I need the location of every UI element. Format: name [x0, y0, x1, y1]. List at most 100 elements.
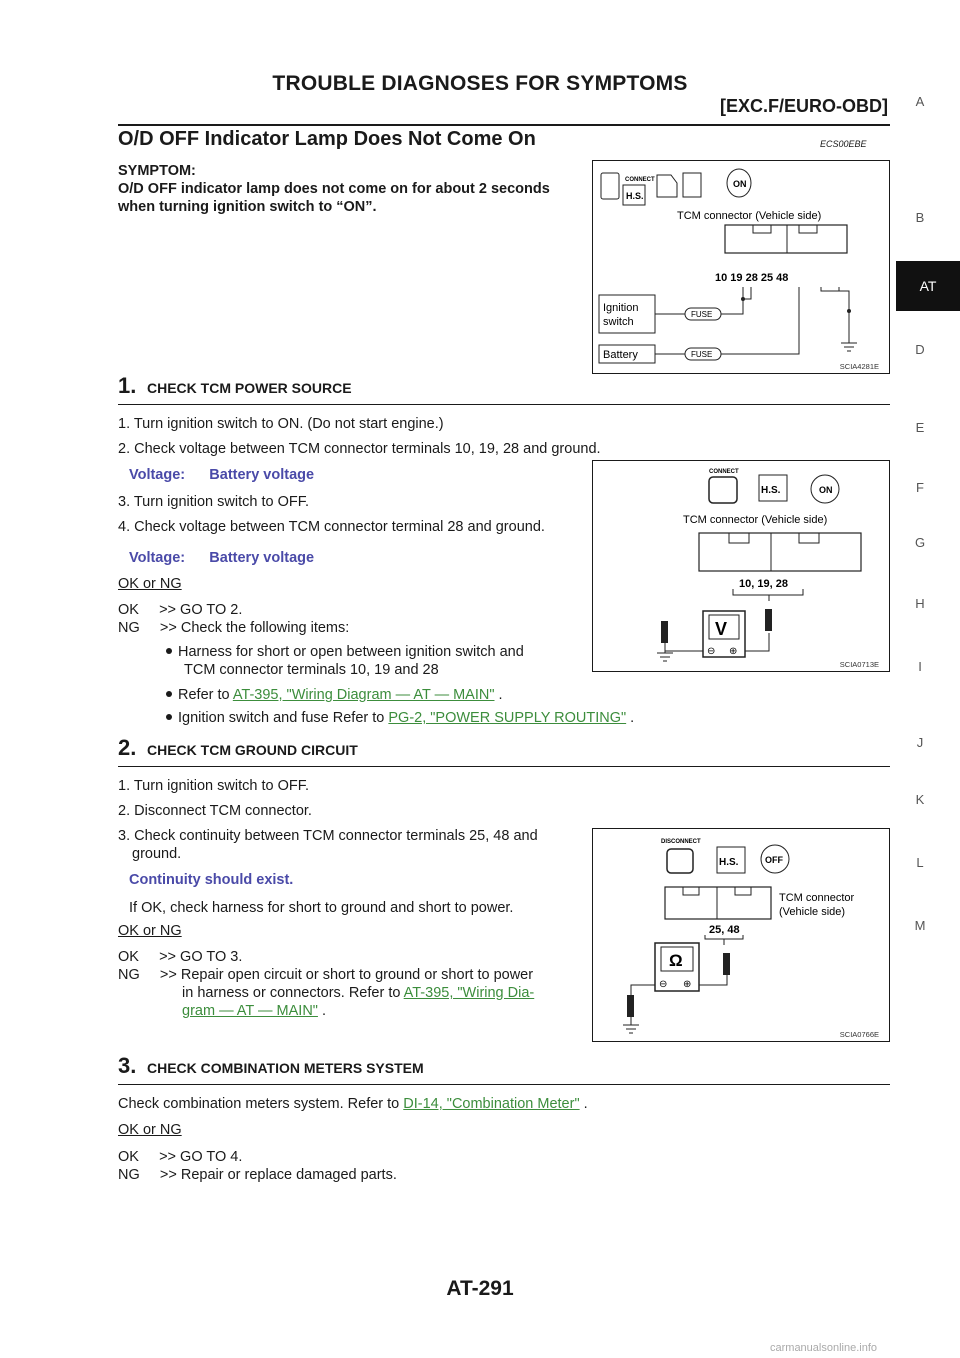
tcm-connector-shape: [698, 532, 862, 572]
step-2-item-1: 1. Turn ignition switch to OFF.: [118, 778, 309, 794]
svg-text:H.S.: H.S.: [626, 191, 644, 201]
figure-code: SCIA0766E: [839, 1030, 879, 1039]
step-2-item-3-cont: ground.: [132, 846, 182, 862]
step-1-item-3: 3. Turn ignition switch to OFF.: [118, 494, 309, 510]
link-wiring-diagram-2-cont[interactable]: gram — AT — MAIN": [182, 1003, 318, 1019]
step-1-bullet-1-cont: TCM connector terminals 10, 19 and 28: [184, 662, 439, 678]
watermark-footer: carmanualsonline.info: [770, 1342, 878, 1354]
step-1-number: 1.: [118, 373, 137, 398]
bullet-icon: [166, 714, 172, 720]
sidebar-item-i[interactable]: I: [918, 659, 922, 674]
connector-label: TCM connector (Vehicle side): [683, 514, 827, 526]
step-1-rule: [118, 404, 890, 405]
step-2-ok-ng: OK or NG: [118, 923, 182, 939]
bullet-icon: [166, 648, 172, 654]
figure-tcm-ground-check: DISCONNECT H.S. OFF TCM connector (Vehic…: [592, 828, 890, 1042]
fuse-2: FUSE: [655, 287, 800, 361]
sidebar-item-b[interactable]: B: [915, 210, 925, 225]
step-3-ok-ng: OK or NG: [118, 1122, 182, 1138]
step-1-bullet-3: Ignition switch and fuse Refer to PG-2, …: [166, 709, 634, 727]
figure-tcm-power-circuit: CONNECT H.S. ON TCM connector (Vehicle s…: [592, 160, 890, 374]
link-power-supply-routing[interactable]: PG-2, "POWER SUPPLY ROUTING": [388, 710, 627, 726]
sidebar-item-m[interactable]: M: [914, 918, 926, 933]
hs-icon: H.S.: [622, 184, 646, 206]
step-3-ok: OK >> GO TO 4.: [118, 1149, 243, 1165]
ignition-off-icon: OFF: [760, 844, 790, 874]
step-3-rule: [118, 1084, 890, 1085]
symptom-line-1: O/D OFF indicator lamp does not come on …: [118, 181, 550, 197]
sidebar-item-at[interactable]: AT: [896, 261, 960, 311]
tcm-connector-shape: [664, 886, 772, 920]
link-wiring-diagram[interactable]: AT-395, "Wiring Diagram — AT — MAIN": [232, 687, 495, 703]
step-1-title: CHECK TCM POWER SOURCE: [147, 380, 352, 396]
sidebar-item-g[interactable]: G: [914, 535, 926, 550]
sidebar-item-h[interactable]: H: [915, 596, 925, 611]
sidebar-item-e[interactable]: E: [915, 420, 925, 435]
svg-text:FUSE: FUSE: [691, 350, 712, 359]
step-1-ng: NG >> Check the following items:: [118, 620, 350, 636]
connect-icon: CONNECT: [708, 469, 739, 504]
probe-negative: [627, 995, 634, 1017]
connect-icon: CONNECT: [600, 172, 655, 200]
step-2-ok: OK >> GO TO 3.: [118, 949, 243, 965]
pin-numbers: 25, 48: [709, 924, 740, 936]
sidebar-item-d[interactable]: D: [915, 342, 925, 357]
section-code: ECS00EBE: [820, 139, 867, 149]
connector-label: TCM connector: [779, 892, 855, 904]
sidebar-item-f[interactable]: F: [916, 480, 924, 495]
svg-text:DISCONNECT: DISCONNECT: [661, 839, 701, 845]
svg-text:⊕: ⊕: [729, 646, 737, 657]
sidebar-item-l[interactable]: L: [916, 855, 924, 870]
step-2-item-2: 2. Disconnect TCM connector.: [118, 803, 312, 819]
disconnect-icon: DISCONNECT: [661, 839, 701, 874]
svg-text:ON: ON: [819, 485, 833, 495]
step-2-rule: [118, 766, 890, 767]
tcm-voltage-check-diagram: CONNECT H.S. ON TCM connector (Vehicle s…: [657, 469, 862, 662]
svg-text:OFF: OFF: [765, 855, 783, 865]
svg-text:V: V: [715, 619, 727, 639]
tcm-power-circuit-diagram: CONNECT H.S. ON TCM connector (Vehicle s…: [598, 168, 857, 364]
svg-text:FUSE: FUSE: [691, 310, 712, 319]
pin-numbers: 10, 19, 28: [739, 578, 788, 590]
svg-text:switch: switch: [603, 316, 634, 328]
section-title: O/D OFF Indicator Lamp Does Not Come On: [118, 128, 536, 150]
ignition-switch-box: Ignition switch: [598, 294, 656, 334]
svg-text:H.S.: H.S.: [761, 485, 781, 496]
step-1-voltage-spec-1: Voltage: Battery voltage: [129, 467, 315, 483]
figure-code: SCIA0713E: [839, 660, 879, 669]
probe-negative: [661, 621, 668, 643]
sidebar-item-k[interactable]: K: [915, 792, 925, 807]
connector-harness-icon: [656, 172, 702, 198]
svg-text:H.S.: H.S.: [719, 857, 739, 868]
pin-numbers: 10 19 28 25 48: [715, 272, 788, 284]
svg-text:Ω: Ω: [669, 951, 683, 970]
ignition-on-icon: ON: [810, 474, 840, 504]
battery-box: Battery: [598, 344, 656, 364]
step-2-continuity-spec: Continuity should exist.: [129, 872, 294, 888]
step-3-ng: NG >> Repair or replace damaged parts.: [118, 1167, 397, 1183]
link-wiring-diagram-2[interactable]: AT-395, "Wiring Dia-: [403, 985, 535, 1001]
sidebar-item-a[interactable]: A: [915, 94, 925, 109]
voltmeter-icon: V ⊖ ⊕: [702, 610, 746, 658]
svg-text:⊖: ⊖: [659, 979, 667, 990]
page-header-title: TROUBLE DIAGNOSES FOR SYMPTOMS: [272, 72, 688, 95]
tcm-connector-shape: [724, 224, 848, 254]
ohmmeter-icon: Ω ⊖ ⊕: [654, 942, 700, 992]
step-1-item-4: 4. Check voltage between TCM connector t…: [118, 519, 545, 535]
ground-symbol: [820, 287, 857, 352]
step-2-ng-cont: in harness or connectors. Refer to AT-39…: [182, 985, 535, 1001]
step-1-ok: OK >> GO TO 2.: [118, 602, 243, 618]
bullet-icon: [166, 691, 172, 697]
link-combination-meter[interactable]: DI-14, "Combination Meter": [403, 1096, 580, 1112]
probe-positive: [723, 953, 730, 975]
step-1-bullet-2: Refer to AT-395, "Wiring Diagram — AT — …: [166, 686, 503, 704]
step-2-ng: NG >> Repair open circuit or short to gr…: [118, 967, 534, 983]
svg-text:⊖: ⊖: [707, 646, 715, 657]
step-3-title: CHECK COMBINATION METERS SYSTEM: [147, 1060, 424, 1076]
step-1-item-2: 2. Check voltage between TCM connector t…: [118, 441, 601, 457]
step-2-note: If OK, check harness for short to ground…: [129, 900, 514, 916]
sidebar-item-j[interactable]: J: [916, 735, 924, 750]
step-3-number: 3.: [118, 1053, 137, 1078]
svg-text:ON: ON: [733, 179, 747, 189]
symptom-label: SYMPTOM:: [118, 163, 196, 179]
